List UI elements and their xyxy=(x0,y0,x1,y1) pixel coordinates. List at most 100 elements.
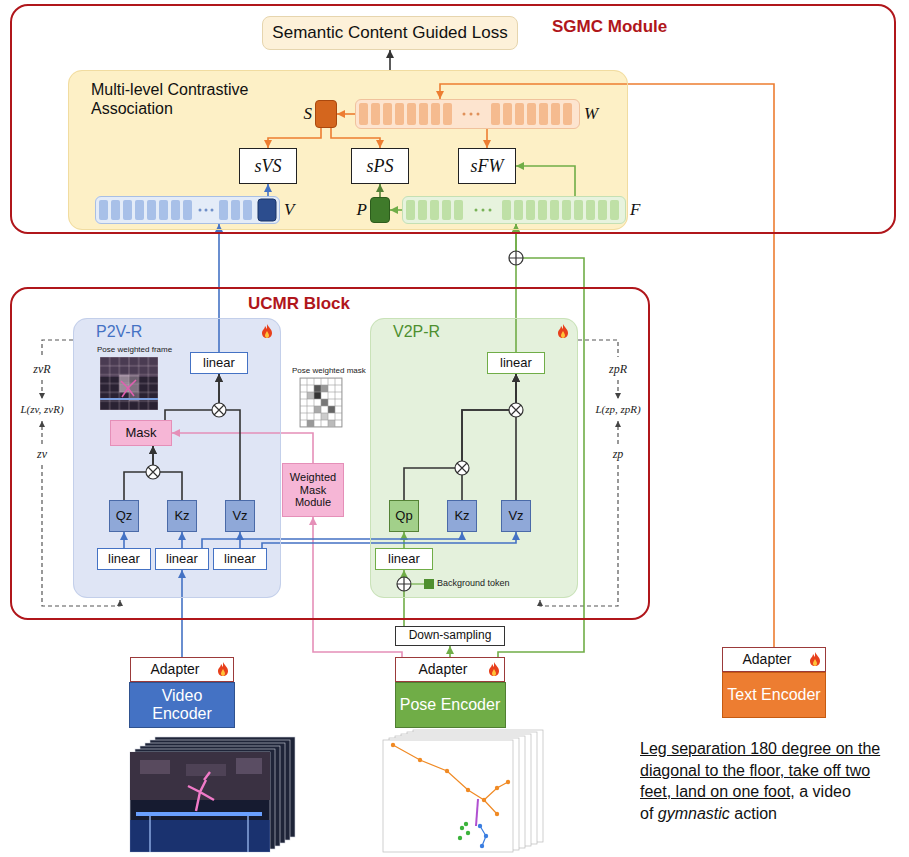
token-row xyxy=(406,200,466,220)
box-label: linear xyxy=(500,356,532,371)
trainable-flame xyxy=(262,324,272,338)
token-row xyxy=(489,209,492,212)
pose-weighted-frame xyxy=(100,357,158,410)
pose-frames xyxy=(458,836,462,840)
sum-symbol xyxy=(509,251,523,265)
annotation: L(zp, zpR) xyxy=(595,403,640,416)
connector xyxy=(440,84,774,647)
annotation: L(zv, zvR) xyxy=(20,403,63,416)
pose-weighted-mask xyxy=(300,378,342,427)
similarity-box: sVS xyxy=(239,148,297,184)
connector xyxy=(449,646,451,657)
pose-frames xyxy=(460,826,464,830)
video-frames xyxy=(130,752,270,852)
box-label: Video Encoder xyxy=(133,687,231,724)
connector xyxy=(379,184,381,197)
pose-frames xyxy=(383,740,513,852)
connector xyxy=(403,532,405,548)
pose-frames xyxy=(464,822,468,826)
product-symbol xyxy=(457,463,467,473)
branch-panel: linearQpKzVzlinearV2P-R xyxy=(370,318,578,598)
pose-frames xyxy=(506,780,510,784)
word-token-bar: W xyxy=(355,99,580,129)
loss-bracket xyxy=(617,380,618,399)
loss-bracket xyxy=(617,421,618,444)
loss-bracket xyxy=(42,340,73,357)
similarity-box: sFW xyxy=(458,148,516,184)
connector xyxy=(337,113,355,115)
pose-frames xyxy=(495,786,499,790)
box-label: Semantic Content Guided Loss xyxy=(272,23,507,43)
token-row xyxy=(99,200,195,220)
token-name: W xyxy=(584,104,598,124)
box-label: Mask xyxy=(125,426,156,441)
connector xyxy=(404,374,516,500)
token-row xyxy=(219,200,255,220)
connector xyxy=(262,532,516,548)
box-label: Vz xyxy=(508,509,523,524)
association-panel: SWsVSsPSsFWVPFMulti-level Contrastive As… xyxy=(68,70,628,230)
connector xyxy=(313,517,402,657)
product-symbol xyxy=(212,403,226,417)
panel-fill xyxy=(68,70,628,230)
box-label: Down-sampling xyxy=(409,629,492,643)
pose-weighted-frame xyxy=(121,380,136,397)
box-label: Adapter xyxy=(418,661,467,677)
module-frame: Semantic Content Guided LossSWsVSsPSsFWV… xyxy=(10,4,896,234)
background-token xyxy=(411,583,424,584)
encoder-box: Pose Encoder xyxy=(395,682,506,728)
trainable-flame xyxy=(218,324,820,676)
token-row xyxy=(470,113,473,116)
sum-symbol xyxy=(397,577,411,591)
video-frames xyxy=(150,816,248,852)
panel-fill xyxy=(370,318,578,598)
group-title: UCMR Block xyxy=(248,294,350,314)
pose-frames xyxy=(484,834,488,838)
box-label: linear xyxy=(388,552,420,567)
downsampling-box: Down-sampling xyxy=(395,626,505,646)
video-frames xyxy=(130,737,295,852)
pose-frames xyxy=(476,799,478,826)
token-row xyxy=(95,196,280,224)
loss-bracket xyxy=(42,465,120,606)
loss-bracket xyxy=(41,380,42,399)
pose-frames xyxy=(480,844,484,848)
box-label: Adapter xyxy=(150,661,199,677)
connector xyxy=(165,374,219,420)
encoder-box: Video Encoder xyxy=(129,682,235,728)
token-row xyxy=(463,113,466,116)
annotation: Background token xyxy=(437,578,510,589)
video-frames xyxy=(136,812,262,816)
connector xyxy=(123,532,125,548)
connector xyxy=(516,166,575,196)
pose-frames xyxy=(383,730,543,852)
annotation: zpR xyxy=(609,362,627,376)
group-title: SGMC Module xyxy=(552,17,667,37)
value-box: Vz xyxy=(225,500,255,532)
loss-bracket xyxy=(42,340,618,606)
pose-weighted-frame xyxy=(100,398,158,400)
query-box: Qp xyxy=(389,500,419,532)
pose-frames xyxy=(466,831,470,835)
value-box: Vz xyxy=(501,500,531,532)
annotation: zv xyxy=(37,447,47,461)
sentence-token: S xyxy=(315,100,337,128)
encoder-box: Text Encoder xyxy=(722,672,826,718)
connector xyxy=(486,129,488,148)
linear-layer: linear xyxy=(97,548,151,570)
adapter-box: Adapter xyxy=(130,657,234,682)
box-label: Text Encoder xyxy=(727,686,820,704)
token-row xyxy=(95,99,626,224)
annotation: zp xyxy=(613,447,624,461)
video-frames xyxy=(188,772,214,811)
panel-fill xyxy=(68,70,628,598)
key-box: Kz xyxy=(447,500,477,532)
linear-layer: linear xyxy=(375,548,433,570)
adapter-box: Adapter xyxy=(722,647,826,672)
box-label: Weighted Mask Module xyxy=(286,471,340,509)
video-frames xyxy=(236,758,262,774)
loss-bracket xyxy=(540,465,618,606)
trainable-flame xyxy=(218,662,228,676)
group-title: Multi-level Contrastive Association xyxy=(91,80,296,118)
